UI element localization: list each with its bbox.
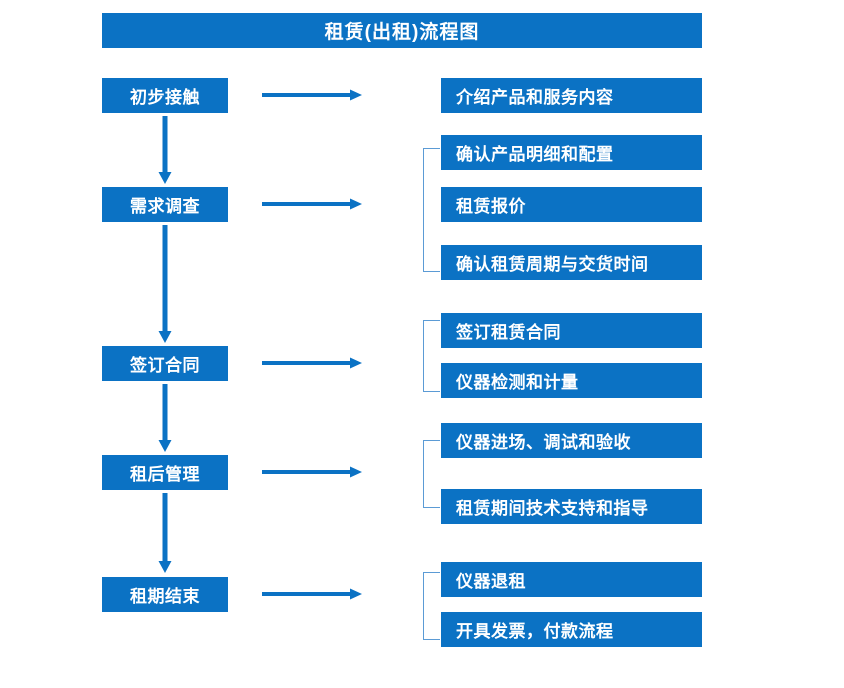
detail-box-3-2[interactable]: 仪器检测和计量 xyxy=(441,363,702,398)
stage-box-2[interactable]: 需求调查 xyxy=(102,187,228,222)
stage-box-3[interactable]: 签订合同 xyxy=(102,346,228,381)
arrow-down-icon-2 xyxy=(158,225,172,343)
group-bracket-icon-2 xyxy=(423,148,440,272)
stage-box-5[interactable]: 租期结束 xyxy=(102,577,228,612)
arrow-down-icon-4 xyxy=(158,493,172,573)
group-bracket-icon-5 xyxy=(423,572,440,640)
stage-box-4[interactable]: 租后管理 xyxy=(102,455,228,490)
arrow-down-icon-3 xyxy=(158,384,172,452)
detail-box-3-1[interactable]: 签订租赁合同 xyxy=(441,313,702,348)
detail-box-5-2[interactable]: 开具发票，付款流程 xyxy=(441,612,702,647)
detail-box-5-1[interactable]: 仪器退租 xyxy=(441,562,702,597)
stage-box-1[interactable]: 初步接触 xyxy=(102,78,228,113)
arrow-down-icon-1 xyxy=(158,116,172,184)
arrow-right-icon-3 xyxy=(262,357,362,369)
arrow-right-icon-4 xyxy=(262,466,362,478)
arrow-right-icon-5 xyxy=(262,588,362,600)
flowchart-title: 租赁(出租)流程图 xyxy=(102,13,702,48)
group-bracket-icon-3 xyxy=(423,320,440,392)
detail-box-1-1[interactable]: 介绍产品和服务内容 xyxy=(441,78,702,113)
group-bracket-icon-4 xyxy=(423,440,440,508)
detail-box-2-1[interactable]: 确认产品明细和配置 xyxy=(441,135,702,170)
detail-box-2-3[interactable]: 确认租赁周期与交货时间 xyxy=(441,245,702,280)
arrow-right-icon-2 xyxy=(262,198,362,210)
detail-box-2-2[interactable]: 租赁报价 xyxy=(441,187,702,222)
detail-box-4-1[interactable]: 仪器进场、调试和验收 xyxy=(441,423,702,458)
arrow-right-icon-1 xyxy=(262,89,362,101)
detail-box-4-2[interactable]: 租赁期间技术支持和指导 xyxy=(441,489,702,524)
